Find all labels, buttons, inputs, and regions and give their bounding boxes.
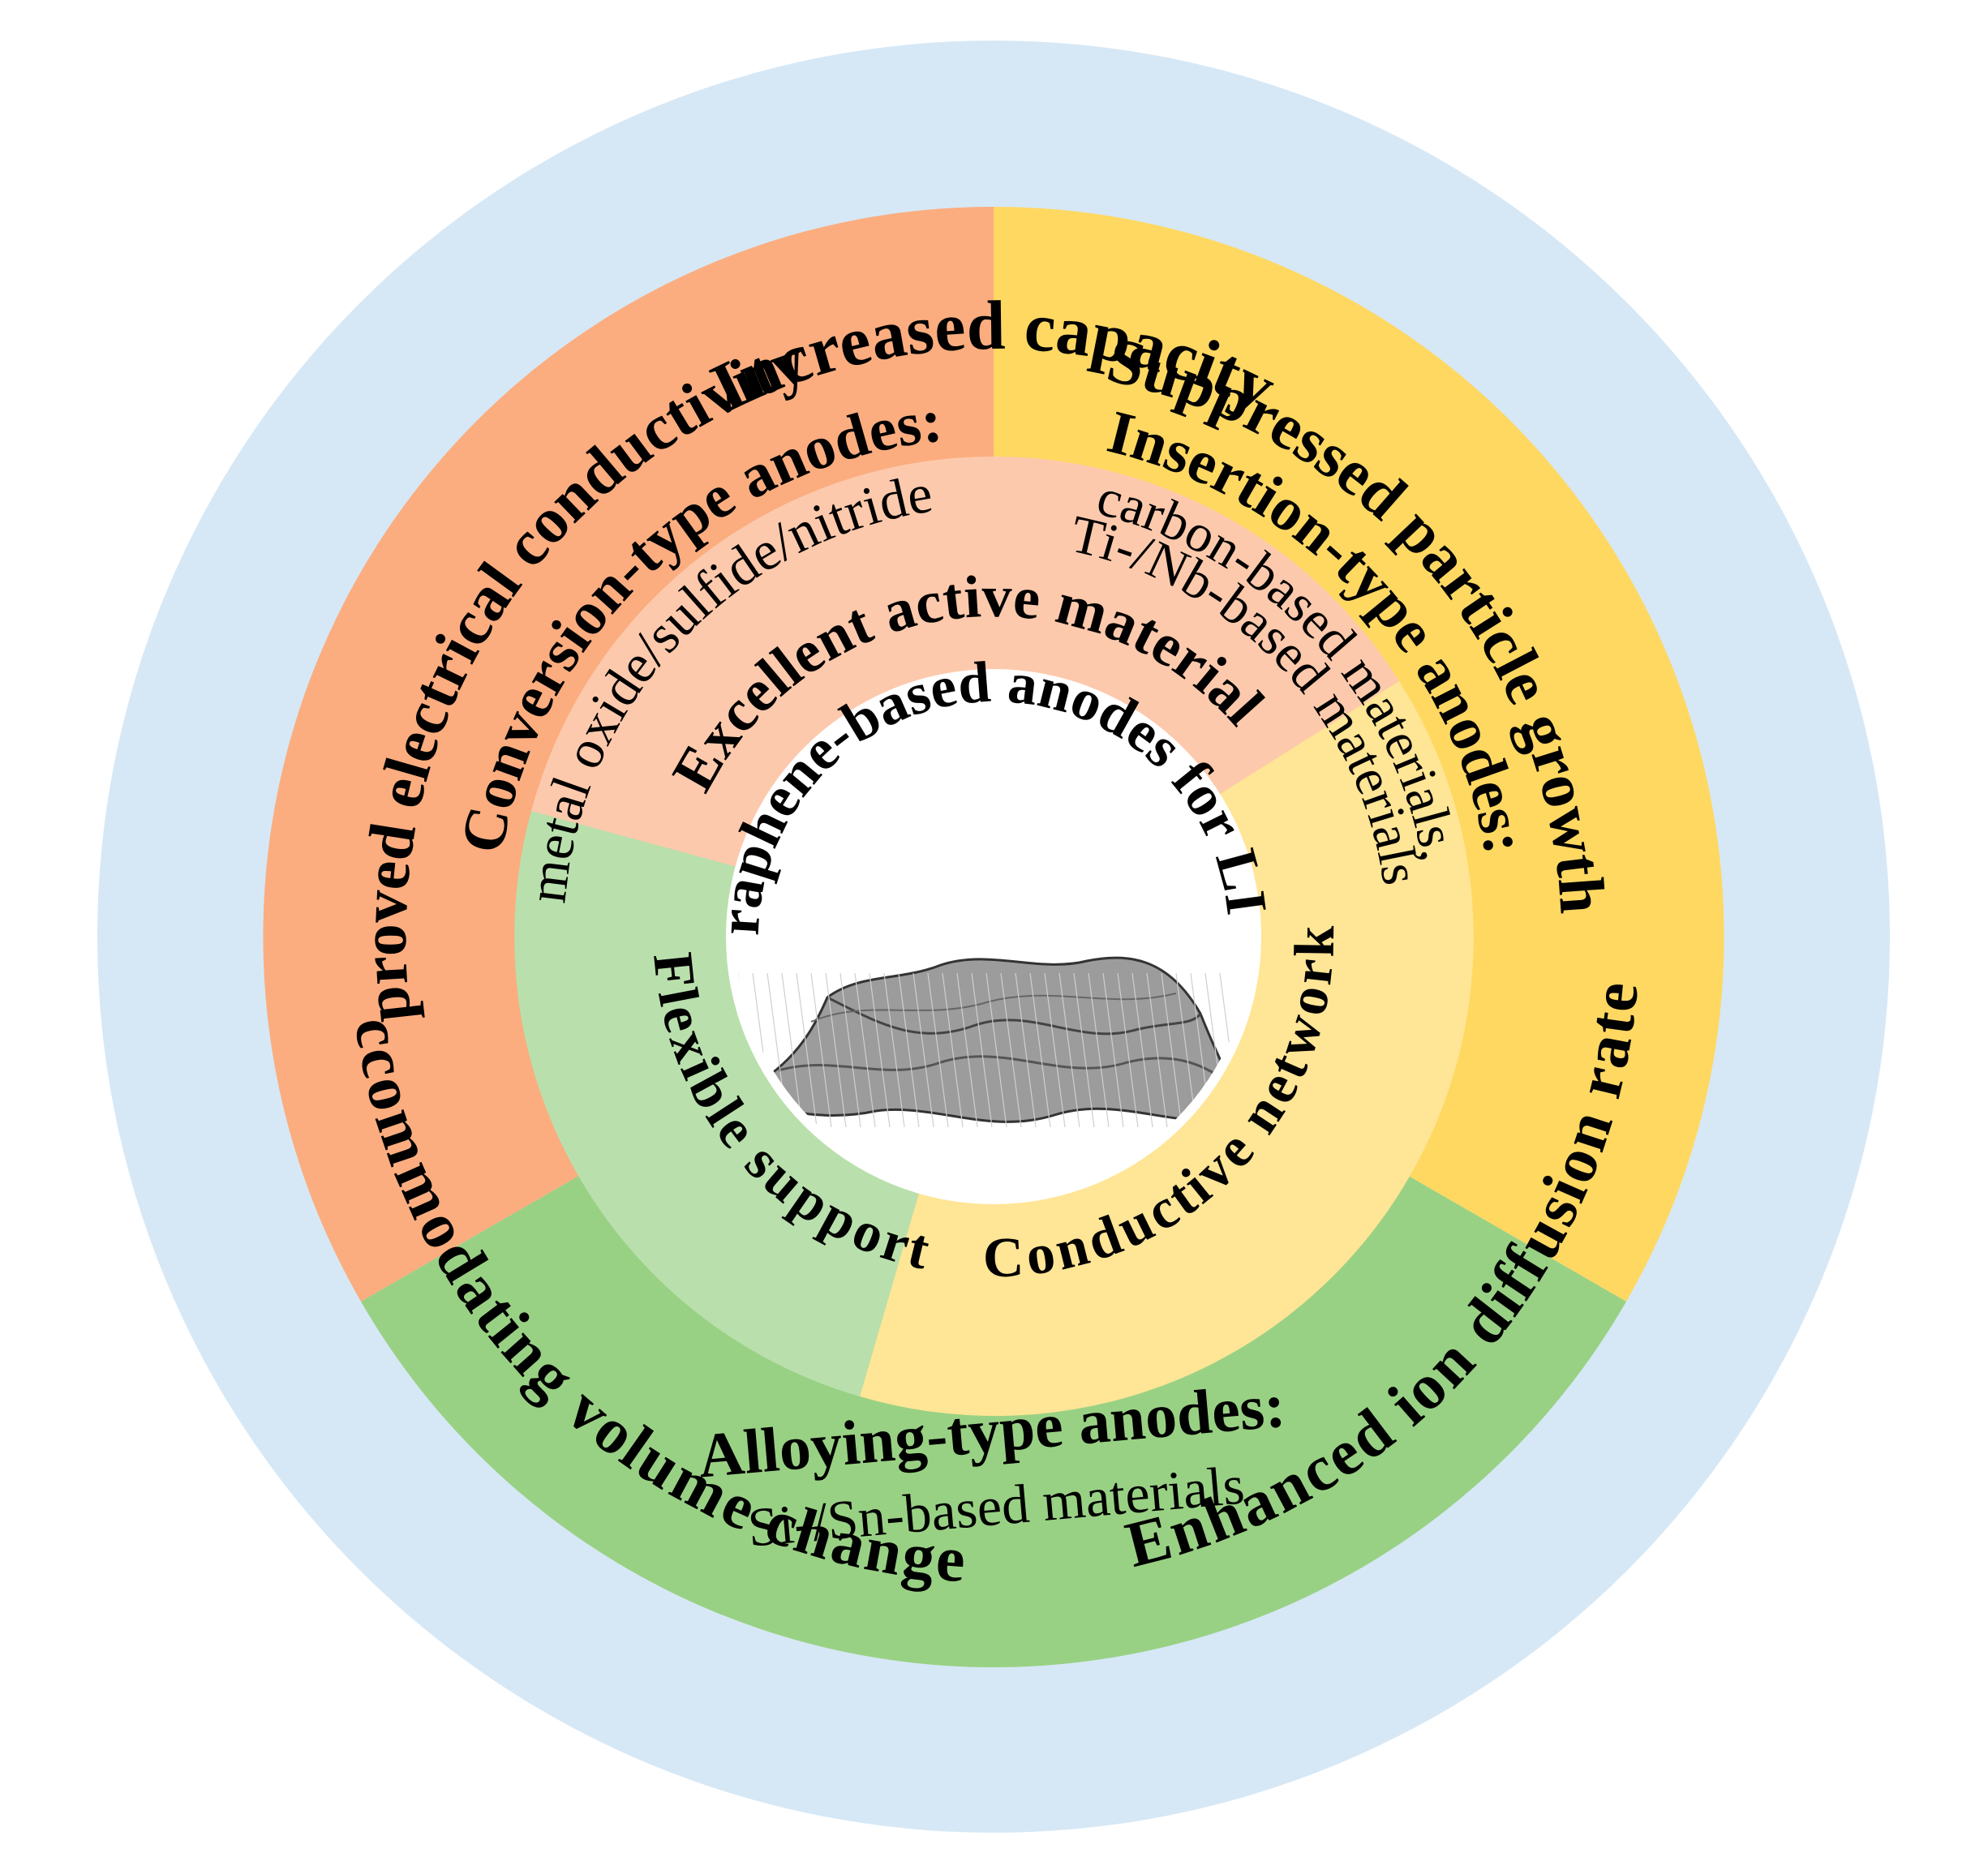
graphene-mesh-image	[736, 956, 1252, 1128]
